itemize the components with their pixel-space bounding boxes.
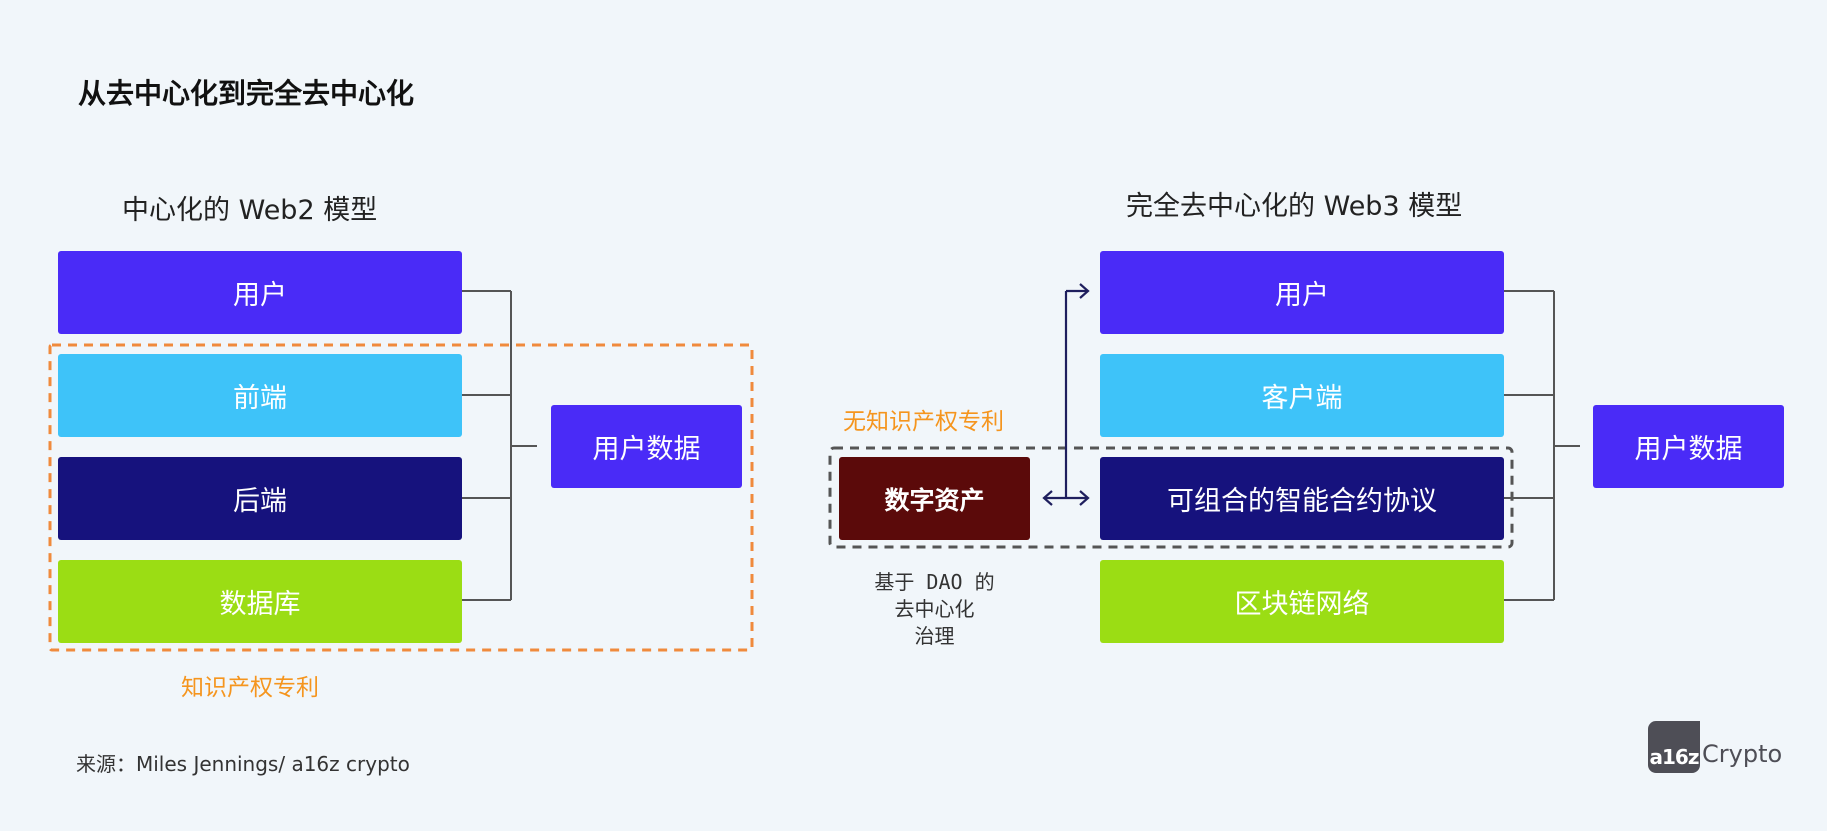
logo-text: Crypto [1702,740,1783,768]
digital-asset-box: 数字资产 [839,457,1030,540]
asset-arrows [1042,283,1090,506]
a16z-logo-mark: a16z [1648,721,1700,773]
dao-governance-line-2: 去中心化 [894,597,975,621]
dao-governance-line-1: 基于 DAO 的 [874,570,995,594]
web2-user-data-box: 用户数据 [551,405,742,488]
web2-ip-label: 知识产权专利 [181,675,319,701]
page-title: 从去中心化到完全去中心化 [78,77,415,110]
web2-layer-user: 用户 [58,251,462,334]
web3-layer-smart-contracts: 可组合的智能合约协议 [1100,457,1504,540]
dao-governance-text: 基于 DAO 的 去中心化 治理 [839,569,1030,650]
web2-bracket [462,290,537,601]
web3-heading: 完全去中心化的 Web3 模型 [1126,191,1463,222]
web2-layer-frontend: 前端 [58,354,462,437]
web2-layer-backend: 后端 [58,457,462,540]
web2-heading: 中心化的 Web2 模型 [122,195,378,226]
web3-bracket [1504,290,1580,601]
web2-layer-database: 数据库 [58,560,462,643]
web3-layer-user: 用户 [1100,251,1504,334]
web3-no-ip-label: 无知识产权专利 [843,409,1004,435]
web2-ip-dashed-box [48,343,754,652]
a16z-crypto-logo: a16z Crypto [1648,721,1782,773]
web3-layer-client: 客户端 [1100,354,1504,437]
source-caption: 来源：Miles Jennings/ a16z crypto [76,752,410,776]
web3-user-data-box: 用户数据 [1593,405,1784,488]
dao-governance-line-3: 治理 [914,624,955,648]
web3-layer-blockchain: 区块链网络 [1100,560,1504,643]
